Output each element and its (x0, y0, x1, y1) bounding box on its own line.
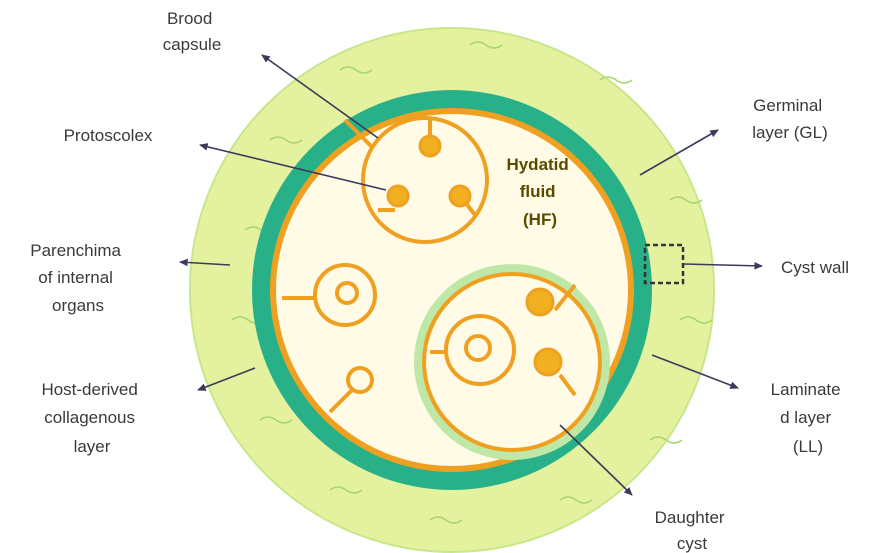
label-parenchyma: Parenchima of internal organs (30, 241, 125, 315)
label-brood-capsule: Brood capsule (163, 9, 222, 54)
label-laminated-layer: Laminate d layer (LL) (771, 380, 846, 456)
label-protoscolex: Protoscolex (64, 126, 153, 145)
label-daughter-cyst: Daughter cyst (655, 508, 730, 553)
label-germinal-layer: Germinal layer (GL) (752, 96, 828, 142)
daughter-cyst (414, 264, 610, 460)
label-host-derived-layer: Host-derived collagenous layer (41, 380, 142, 456)
label-cyst-wall: Cyst wall (781, 258, 849, 277)
